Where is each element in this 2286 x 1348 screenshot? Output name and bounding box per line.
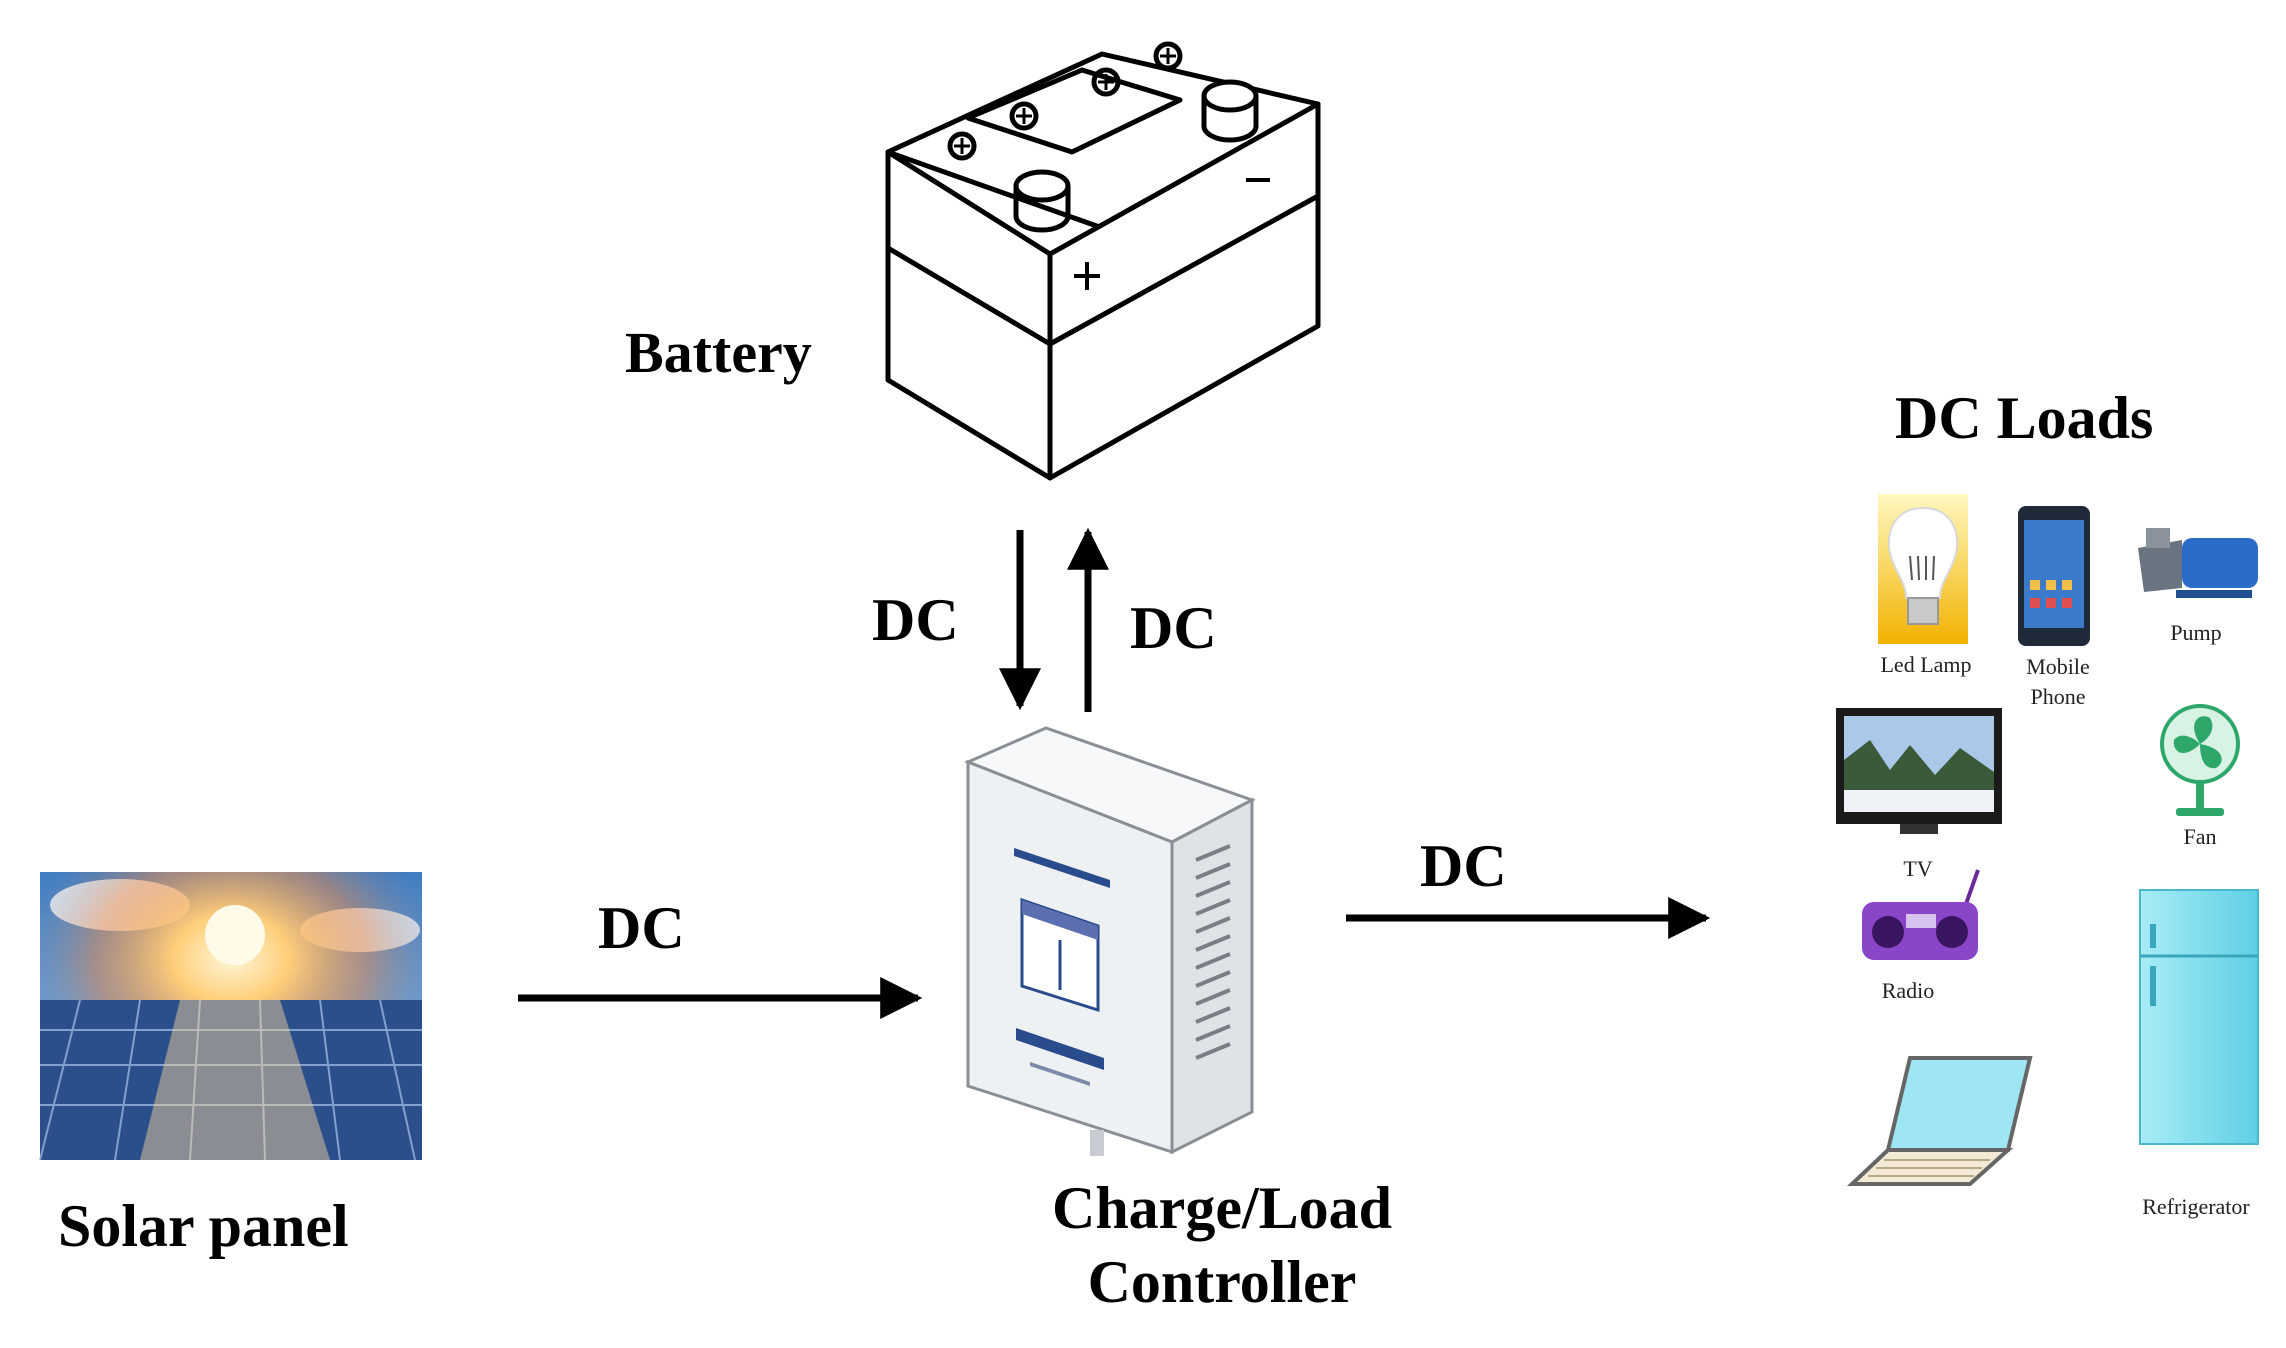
mobile-phone-icon	[2018, 506, 2090, 646]
fan-label: Fan	[2184, 824, 2217, 849]
controller-label-line1: Charge/Load	[1052, 1175, 1392, 1241]
pump-label: Pump	[2170, 620, 2221, 645]
mobile-phone-label-line2: Phone	[2031, 684, 2086, 709]
laptop-icon	[1846, 1056, 2033, 1186]
dc-label-panel: DC	[598, 895, 685, 961]
radio-label: Radio	[1882, 978, 1935, 1003]
mobile-phone-label-line1: Mobile	[2026, 654, 2090, 679]
radio-icon	[1862, 869, 1980, 960]
solar-panel-illustration	[39, 872, 422, 1161]
refrigerator-label: Refrigerator	[2142, 1194, 2250, 1219]
tv-label: TV	[1903, 856, 1932, 881]
dc-label-loads: DC	[1420, 833, 1507, 899]
battery-label: Battery	[625, 320, 812, 385]
solar-panel-label: Solar panel	[58, 1193, 349, 1259]
controller-label-line2: Controller	[1088, 1249, 1357, 1315]
dc-label-down: DC	[872, 587, 959, 653]
dc-loads-title: DC Loads	[1895, 385, 2153, 451]
pump-icon	[2138, 528, 2258, 598]
dc-label-up: DC	[1130, 595, 1217, 661]
tv-icon	[1836, 708, 2002, 834]
charge-controller-illustration	[964, 726, 1256, 1156]
led-lamp-label: Led Lamp	[1880, 652, 1971, 677]
battery-illustration	[885, 41, 1321, 481]
led-lamp-icon	[1878, 494, 1968, 644]
refrigerator-icon	[2139, 889, 2259, 1145]
fan-icon	[2160, 704, 2240, 816]
